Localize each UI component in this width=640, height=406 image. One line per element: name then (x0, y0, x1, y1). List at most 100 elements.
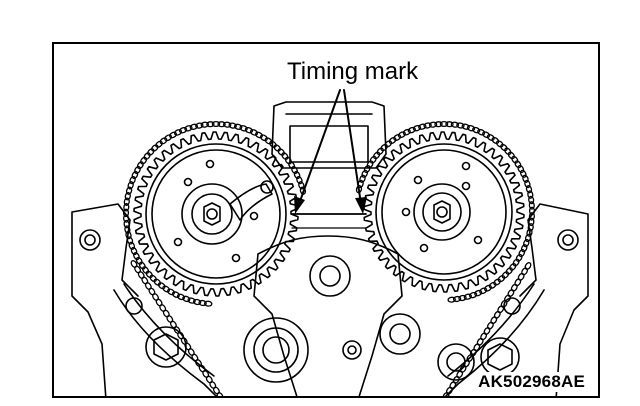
left-run-link (162, 309, 170, 318)
left-chain-link (125, 230, 132, 240)
left-chain-link (206, 121, 215, 128)
small-bolt (342, 340, 362, 360)
left-run-link (191, 353, 199, 362)
right-run-link (459, 364, 467, 373)
right-chain-link (355, 185, 363, 194)
right-run-link (480, 332, 488, 341)
right-run-link (476, 337, 484, 346)
timing-chain (122, 120, 536, 396)
right-run-link (507, 289, 515, 298)
lower-right-plug-hub (446, 352, 466, 372)
right-chain-link (514, 160, 522, 169)
callout-arrowhead-left (294, 196, 305, 214)
right-chain-link (525, 185, 533, 194)
right-hub-ring (422, 192, 462, 232)
left-chain-link (123, 214, 130, 223)
small-bolt-center (347, 345, 357, 355)
right-chain-link (472, 126, 481, 134)
left-chain-link (157, 282, 166, 290)
right-chain-link (505, 267, 513, 275)
right-chain-link (434, 121, 443, 128)
right-chain-link (528, 217, 535, 227)
right-run-link (521, 267, 529, 276)
left-run-link (148, 287, 156, 296)
right-idler-hub (389, 323, 411, 345)
right-chain-link (384, 140, 393, 148)
left-chain-link (147, 148, 155, 156)
left-run-link (209, 381, 217, 389)
left-sprocket-ring-1 (145, 143, 287, 285)
left-chain-link (195, 122, 204, 129)
right-chain-link (528, 195, 535, 205)
left-chain-link (171, 291, 180, 298)
right-run-link (463, 359, 470, 368)
right-chain-link (359, 174, 366, 183)
left-run-link (177, 331, 185, 340)
left-chain-link (203, 300, 213, 307)
right-run-link (445, 386, 453, 395)
right-chain-link (493, 278, 501, 286)
right-boss (557, 229, 579, 251)
left-chain-link (273, 144, 281, 152)
right-chain-link (515, 253, 523, 262)
right-chain-link (527, 190, 534, 199)
right-chain-link (380, 143, 388, 152)
right-run-link (452, 375, 460, 384)
right-run-link (449, 381, 457, 390)
left-chain-link (131, 170, 139, 180)
left-chain-link (159, 137, 168, 145)
right-run-link (514, 278, 522, 287)
callout-arrow-left (298, 89, 341, 205)
right-chain-link (372, 151, 381, 160)
left-boss-hole (84, 234, 96, 246)
left-chain-link (264, 137, 273, 145)
left-chain-link (178, 126, 188, 134)
right-chain-link (361, 169, 369, 178)
right-chain-link (407, 126, 416, 134)
right-hex-bolt (487, 343, 513, 371)
idler-pulley (243, 317, 309, 383)
right-chain-link (463, 293, 472, 300)
left-hex-bolt (153, 333, 179, 361)
left-hole-a (183, 177, 193, 187)
right-run-link (456, 370, 464, 379)
right-chain-link (524, 179, 531, 189)
left-hole-e (249, 211, 259, 221)
right-hole-c (401, 207, 411, 217)
figure-frame: Timing mark AK502968AE (52, 42, 600, 398)
right-chain-link (397, 131, 406, 139)
right-chain-link (388, 136, 397, 145)
right-chain-link (461, 123, 470, 130)
right-chain-link (522, 174, 529, 183)
left-chain-link (198, 299, 207, 307)
right-chain-link (484, 284, 492, 292)
left-chain-link (123, 203, 130, 212)
left-chain-link (249, 129, 259, 136)
right-run-link (466, 354, 474, 363)
right-sprocket-teeth (363, 131, 525, 293)
left-chain-link (296, 175, 303, 185)
right-chain-link (497, 275, 506, 283)
right-chain-link (524, 233, 532, 243)
left-chain-link (200, 121, 210, 128)
right-chain-link (402, 128, 411, 136)
left-chain-link (133, 252, 140, 261)
right-sprocket-ring-1 (375, 143, 513, 281)
right-hub-outer (413, 183, 471, 241)
left-chain-link (217, 121, 226, 128)
left-hole-d (231, 253, 241, 263)
left-run-link (198, 364, 206, 373)
left-chain-link (123, 219, 130, 229)
left-chain-link (122, 208, 130, 218)
right-chain-link (452, 295, 462, 303)
left-run-link (144, 282, 152, 290)
left-sprocket-teeth (133, 131, 299, 297)
left-chain-link (189, 123, 198, 130)
left-chain-link (173, 129, 183, 136)
left-chain-link (126, 236, 134, 245)
left-chain-link (281, 152, 289, 160)
left-chain-link (142, 266, 150, 274)
right-chain-guide (444, 283, 545, 396)
left-run-link (216, 392, 224, 396)
timing-mark-label: Timing mark (287, 58, 419, 85)
